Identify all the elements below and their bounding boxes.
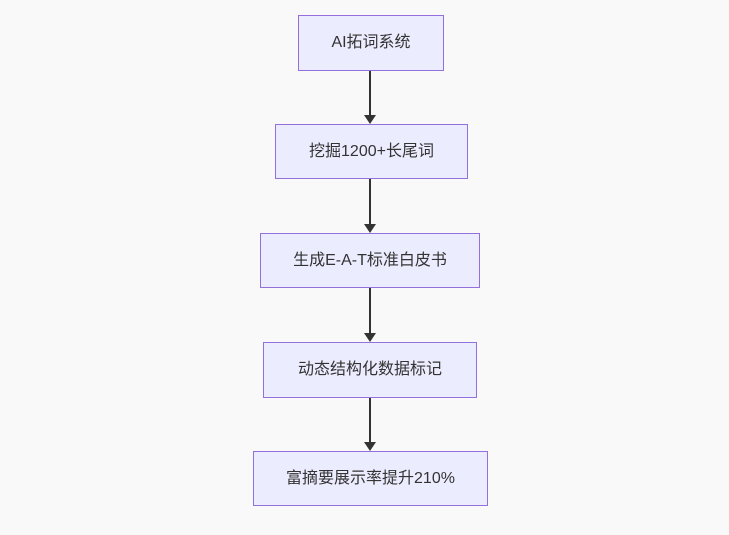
edge-connector-line bbox=[369, 179, 371, 225]
node-label: 挖掘1200+长尾词 bbox=[309, 142, 434, 160]
edge-connector-line bbox=[369, 398, 371, 443]
flowchart-node-mine-longtail-keywords: 挖掘1200+长尾词 bbox=[275, 124, 468, 179]
arrowhead-down-icon bbox=[364, 224, 376, 233]
flowchart-node-dynamic-structured-data-markup: 动态结构化数据标记 bbox=[263, 342, 477, 398]
node-label: 动态结构化数据标记 bbox=[297, 361, 442, 379]
flowchart-node-rich-snippet-rate-increase: 富摘要展示率提升210% bbox=[253, 451, 488, 506]
edge-connector-line bbox=[369, 288, 371, 334]
flowchart-node-ai-word-expansion-system: AI拓词系统 bbox=[298, 15, 444, 71]
edge-connector-line bbox=[369, 71, 371, 116]
arrowhead-down-icon bbox=[364, 333, 376, 342]
node-label: AI拓词系统 bbox=[331, 34, 411, 52]
node-label: 生成E-A-T标准白皮书 bbox=[293, 251, 447, 269]
node-label: 富摘要展示率提升210% bbox=[286, 469, 455, 487]
flowchart-node-generate-eat-whitepaper: 生成E-A-T标准白皮书 bbox=[260, 233, 480, 288]
arrowhead-down-icon bbox=[364, 115, 376, 124]
arrowhead-down-icon bbox=[364, 442, 376, 451]
